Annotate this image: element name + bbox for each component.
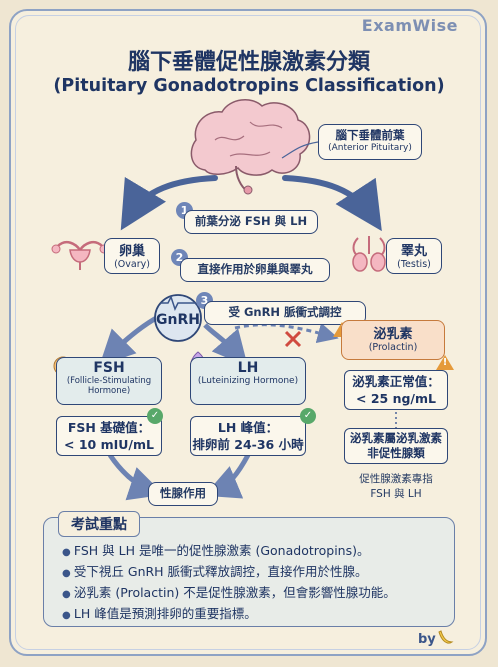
testis-box: 睪丸 (Testis) — [386, 238, 442, 274]
arrow-gnrh-lh — [203, 323, 248, 367]
fsh-fullname: (Follicle-Stimulating Hormone) — [66, 376, 152, 396]
prolactin-note: 促性腺激素專指 FSH 與 LH — [344, 472, 448, 502]
gnrh-label: GnRH — [156, 312, 200, 328]
lh-value-label: LH 峰值： — [217, 420, 279, 435]
ovary-box: 卵巢 (Ovary) — [104, 238, 160, 274]
summary-bullet-4: LH 峰值是預測排卵的重要指標。 — [62, 603, 257, 622]
brand-logo: ExamWise — [361, 16, 458, 35]
gonad-action-box: 性腺作用 — [148, 482, 218, 506]
gnrh-pulse-icon — [154, 294, 202, 342]
prolactin-label-zh: 泌乳素 — [373, 327, 413, 342]
pituitary-label-box: 腦下垂體前葉 (Anterior Pituitary) — [318, 124, 422, 160]
prolactin-note-line1: 促性腺激素專指 — [359, 473, 433, 485]
arrow-to-ovary — [120, 175, 218, 231]
banana-icon — [438, 630, 454, 644]
arrow-gnrh-prolactin — [234, 322, 339, 344]
fsh-value-box: FSH 基礎值： < 10 mIU/mL — [56, 416, 162, 456]
fsh-card: FSH (Follicle-Stimulating Hormone) — [56, 357, 162, 405]
lh-check-icon: ✓ — [300, 408, 316, 424]
ovary-label-en: (Ovary) — [114, 259, 150, 270]
step-2-box: 直接作用於卵巢與睪丸 — [180, 258, 330, 282]
lh-card: LH (Luteinizing Hormone) — [190, 357, 306, 405]
pituitary-label-en: (Anterior Pituitary) — [328, 143, 412, 153]
prolactin-class-line2: 非促性腺類 — [367, 446, 425, 460]
pituitary-pointer — [281, 141, 319, 159]
testis-label-en: (Testis) — [397, 259, 431, 270]
prolactin-box: 泌乳素 (Prolactin) — [341, 320, 445, 360]
step-3-box: 受 GnRH 脈衝式調控 — [204, 301, 366, 325]
prolactin-normal-box: 泌乳素正常值： < 25 ng/mL — [344, 370, 448, 410]
prolactin-normal-label: 泌乳素正常值： — [352, 374, 440, 389]
uterus-icon — [51, 240, 109, 270]
summary-bullet-1: FSH 與 LH 是唯一的促性腺激素 (Gonadotropins)。 — [62, 540, 370, 559]
ovary-label-zh: 卵巢 — [118, 244, 145, 259]
prolactin-note-line2: FSH 與 LH — [370, 488, 422, 500]
blocked-x-icon — [284, 330, 302, 348]
prolactin-label-en: (Prolactin) — [368, 342, 418, 353]
arrow-to-testis — [282, 175, 382, 232]
prolactin-class-line1: 泌乳素屬泌乳激素 — [350, 431, 442, 445]
fsh-value: < 10 mIU/mL — [64, 437, 154, 452]
pituitary-label-zh: 腦下垂體前葉 — [335, 128, 405, 142]
testis-icon — [352, 236, 386, 272]
page-title: 腦下垂體促性腺激素分類 — [127, 50, 370, 75]
brain-icon — [190, 99, 311, 195]
page-subtitle: (Pituitary Gonadotropins Classification) — [53, 76, 445, 96]
lh-value: 排卵前 24-36 小時 — [192, 437, 304, 452]
prolactin-class-box: 泌乳素屬泌乳激素 非促性腺類 — [344, 428, 448, 464]
lh-fullname: (Luteinizing Hormone) — [197, 376, 299, 386]
arrow-fsh-gonad — [107, 453, 165, 501]
summary-bullet-3: 泌乳素 (Prolactin) 不是促性腺激素，但會影響性腺功能。 — [62, 582, 396, 601]
lh-name: LH — [237, 360, 259, 376]
prolactin-alert-icon: ! — [436, 355, 454, 370]
step-1-box: 前葉分泌 FSH 與 LH — [184, 210, 318, 234]
summary-title: 考試重點 — [58, 511, 140, 537]
arrow-lh-gonad — [204, 453, 251, 499]
fsh-value-label: FSH 基礎值： — [67, 420, 151, 435]
testis-label-zh: 睪丸 — [400, 244, 427, 259]
fsh-check-icon: ✓ — [147, 408, 163, 424]
summary-bullet-2: 受下視丘 GnRH 脈衝式釋放調控，直接作用於性腺。 — [62, 561, 368, 580]
fsh-name: FSH — [93, 360, 125, 376]
lh-value-box: LH 峰值： 排卵前 24-36 小時 — [190, 416, 306, 456]
prolactin-normal-value: < 25 ng/mL — [356, 391, 436, 406]
signature-text: by — [418, 632, 436, 647]
